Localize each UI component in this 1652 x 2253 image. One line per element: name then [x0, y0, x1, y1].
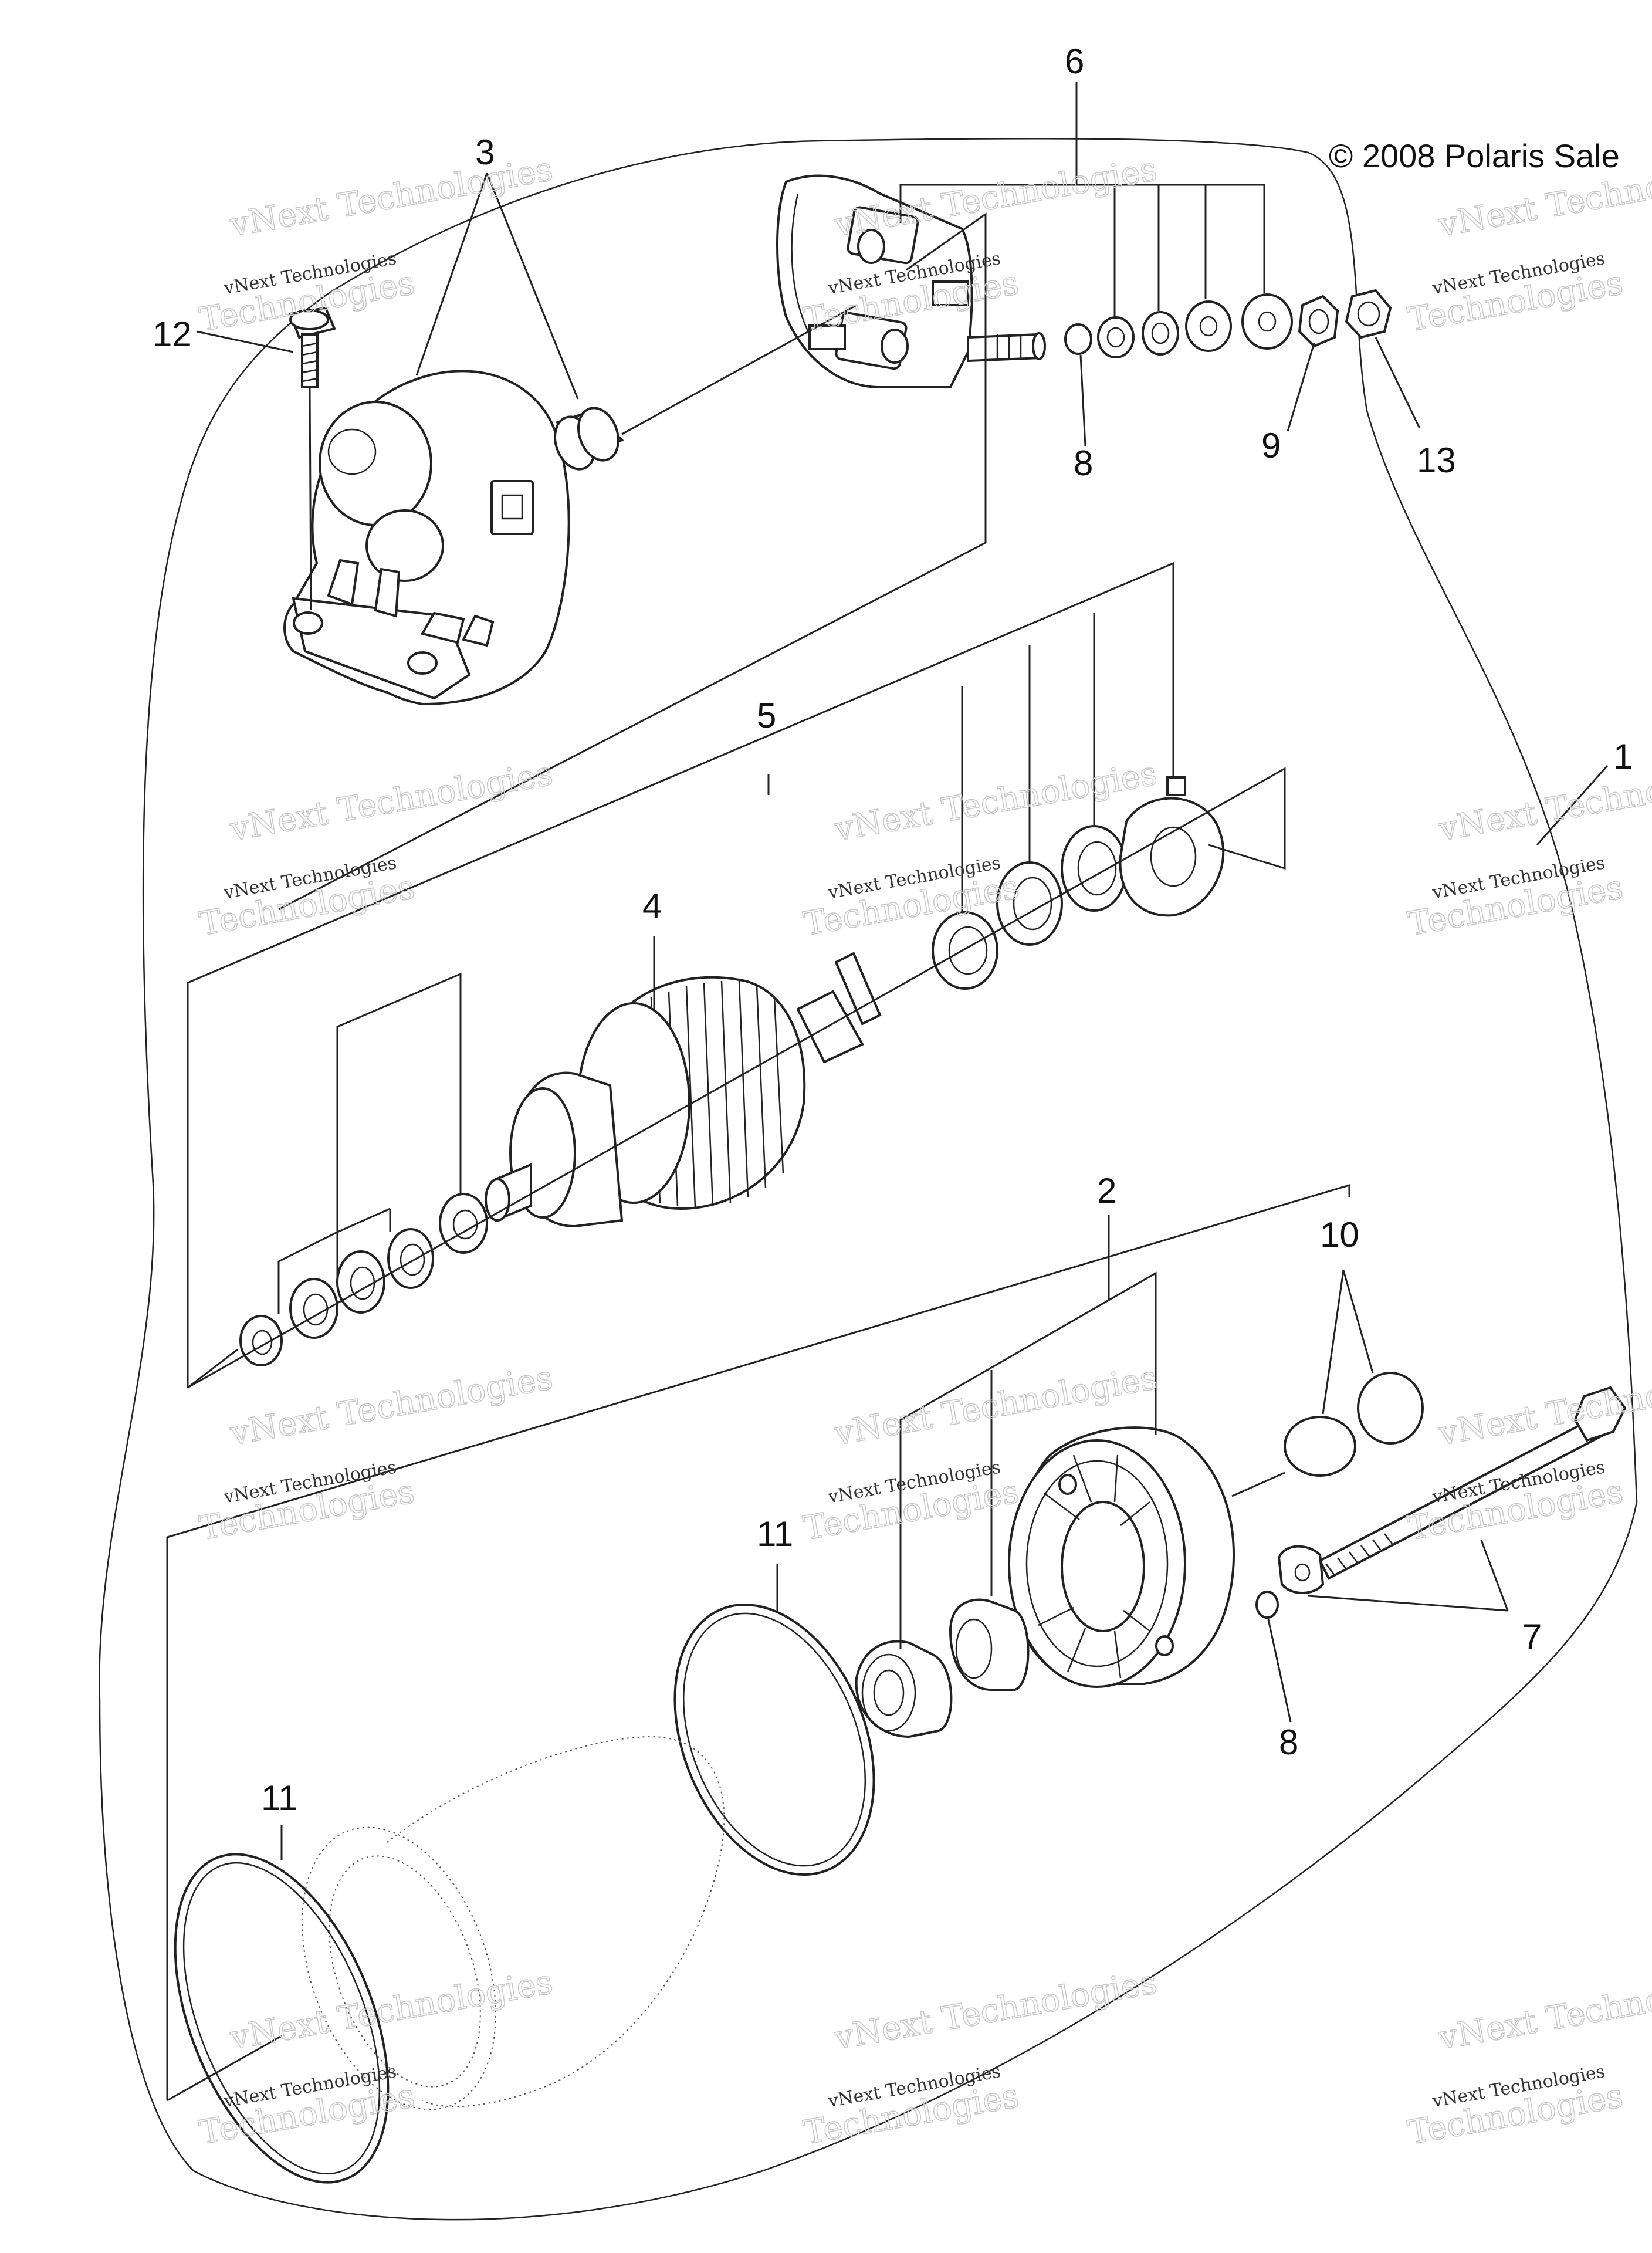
cap-part-10b — [1357, 1372, 1424, 1445]
callout-8-top: 8 — [1074, 444, 1093, 483]
shim-4 — [239, 1315, 283, 1366]
insulator-washer-part-6b — [1142, 311, 1179, 356]
o-ring-part-11a — [673, 1604, 875, 1876]
o-ring-part-8b — [1255, 1591, 1279, 1619]
shim-6 — [336, 1250, 385, 1314]
svg-text:vNext Technologies: vNext Technologies — [227, 150, 556, 245]
nut-part-13 — [1345, 289, 1392, 339]
callout-8-bottom: 8 — [1279, 1723, 1298, 1762]
needle-bearing — [949, 1598, 1030, 1691]
callout-6: 6 — [1065, 42, 1084, 81]
through-bolt-part-7 — [1277, 1386, 1627, 1594]
callout-3: 3 — [475, 133, 495, 172]
o-ring-part-11b — [174, 1853, 390, 2184]
callout-1: 1 — [1613, 737, 1633, 776]
svg-text:vNext Technologies: vNext Technologies — [1436, 1359, 1652, 1453]
brush-holder-part-6 — [776, 174, 1046, 388]
callout-7: 7 — [1522, 1617, 1542, 1656]
front-bracket-part-2 — [1008, 1426, 1235, 1688]
cap-part-10a — [1284, 1416, 1356, 1477]
shim-1 — [932, 911, 998, 990]
callout-5: 5 — [757, 696, 776, 735]
svg-text:vNext Technologies: vNext Technologies — [1436, 1963, 1652, 2058]
terminal-hardware — [1064, 289, 1392, 358]
callout-10: 10 — [1320, 1215, 1359, 1254]
yoke-housing — [302, 1736, 725, 2110]
callout-2: 2 — [1097, 1171, 1116, 1210]
shim-set-part-5-front — [932, 776, 1225, 990]
callout-labels: 6 3 12 8 9 13 5 1 4 2 10 11 7 8 11 — [153, 42, 1633, 1818]
callout-11-top: 11 — [757, 1514, 793, 1554]
copyright-notice: © 2008 Polaris Sale — [1329, 137, 1620, 174]
insulator-washer-part-6a — [1097, 316, 1135, 358]
callout-11-bottom: 11 — [261, 1778, 297, 1818]
callout-9: 9 — [1261, 426, 1281, 465]
rear-bracket-part-3 — [283, 370, 570, 706]
armature-part-4 — [485, 952, 882, 1228]
shim-3 — [1061, 825, 1128, 912]
leader-lines — [166, 82, 1609, 2102]
bushing-part-3 — [554, 407, 624, 471]
shim-5 — [289, 1278, 338, 1339]
svg-text:vNext Technologies: vNext Technologies — [831, 1963, 1160, 2058]
bolt-part-12 — [289, 306, 336, 388]
ball-bearing — [855, 1640, 953, 1738]
svg-text:vNext Technologies: vNext Technologies — [227, 755, 556, 849]
lock-washer — [1119, 776, 1225, 917]
svg-text:vNext Technologies: vNext Technologies — [227, 1359, 556, 1453]
assembly-outline — [99, 137, 1638, 2221]
washer-part-6d — [1241, 293, 1293, 350]
washer-part-6c — [1185, 300, 1232, 352]
o-ring-part-8 — [1064, 323, 1092, 355]
shim-7 — [387, 1228, 434, 1289]
callout-13: 13 — [1417, 441, 1456, 480]
callout-4: 4 — [642, 887, 662, 926]
callout-12: 12 — [153, 314, 192, 354]
nut-part-9 — [1298, 295, 1339, 348]
